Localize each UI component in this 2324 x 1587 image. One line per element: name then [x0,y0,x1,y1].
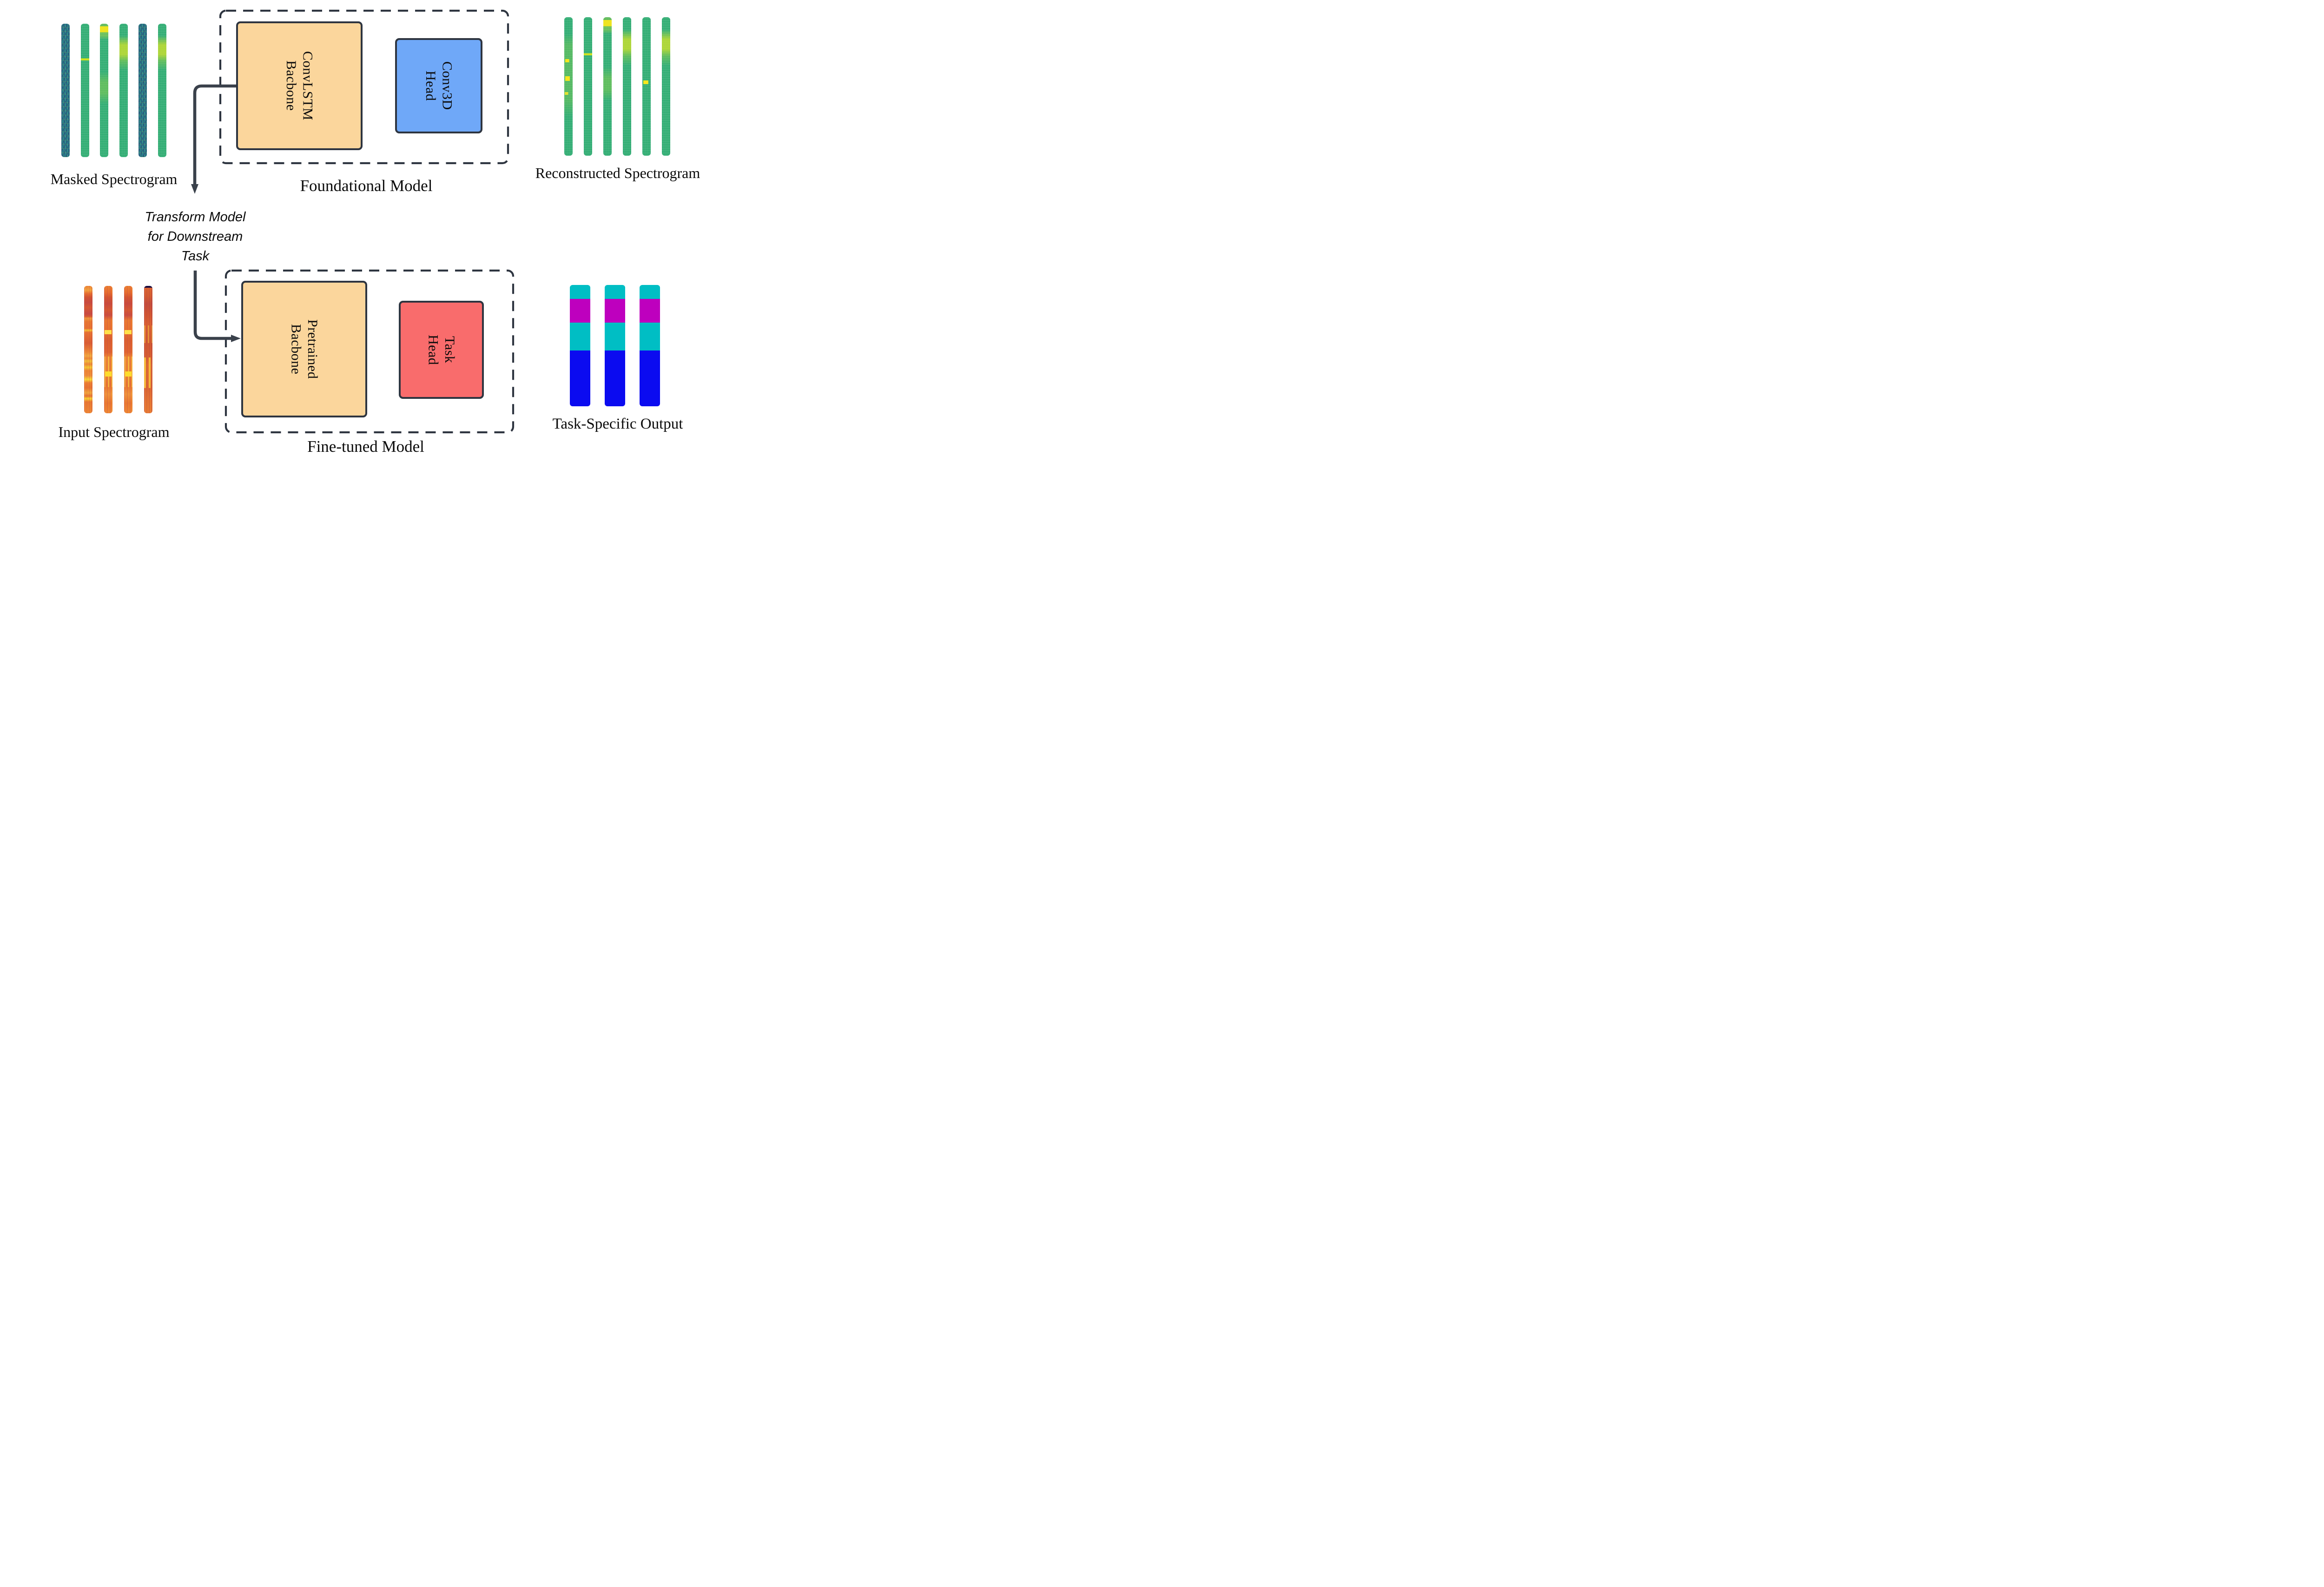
spectrogram-strip [584,17,592,156]
input-spectrogram-strips [84,286,152,413]
spectrogram-strip [158,24,166,157]
output-segment-teal-top [640,285,660,299]
output-segment-teal-top [605,285,625,299]
convlstm-backbone-box: ConvLSTM Bacbone [236,21,363,150]
spectrogram-strip [642,17,651,156]
task-output-bar [605,285,625,406]
spectrogram-strip [124,286,132,413]
arrow-note-to-pretrained-head [231,335,241,342]
spectrogram-strip [564,17,573,156]
spectrogram-strip [100,24,108,157]
task-output-bar [570,285,590,406]
finetuned-model-label: Fine-tuned Model [307,437,424,456]
pretrained-backbone-label: Pretrained Bacbone [288,319,320,379]
task-output-bar [640,285,660,406]
spectrogram-strip [61,24,70,157]
spectrogram-strip [623,17,631,156]
output-segment-teal-mid [605,322,625,350]
task-head-box: Task Head [399,301,484,399]
output-segment-teal-top [570,285,590,299]
spectrogram-strip [80,24,89,157]
conv3d-head-label: Conv3D Head [423,61,455,110]
task-output-label: Task-Specific Output [552,416,683,432]
diagram-canvas: Masked Spectrogram Reconstructed Spectro… [0,0,733,476]
output-segment-teal-mid [640,322,660,350]
arrow-backbone-to-note-line [193,84,236,185]
arrow-note-to-pretrained-line [193,271,231,340]
spectrogram-strip [603,17,612,156]
convlstm-backbone-label: ConvLSTM Bacbone [284,51,316,121]
output-segment-magenta [640,299,660,323]
pretrained-backbone-box: Pretrained Bacbone [241,281,367,417]
spectrogram-strip [662,17,670,156]
foundational-model-label: Foundational Model [300,177,433,195]
masked-spectrogram-strips [61,24,166,157]
task-output-bars [570,285,660,406]
transform-note: Transform Model for Downstream Task [145,210,246,264]
input-spectrogram-label: Input Spectrogram [58,423,170,440]
output-segment-teal-mid [570,322,590,350]
output-segment-magenta [605,299,625,323]
spectrogram-strip [144,286,152,413]
spectrogram-strip [139,24,147,157]
output-segment-blue [570,350,590,406]
spectrogram-strip [119,24,128,157]
output-segment-magenta [570,299,590,323]
task-head-label: Task Head [425,334,457,365]
arrow-backbone-to-note-head [191,184,198,194]
output-segment-blue [640,350,660,406]
spectrogram-strip [84,286,92,413]
reconstructed-spectrogram-label: Reconstructed Spectrogram [535,165,700,181]
reconstructed-spectrogram-strips [564,17,670,156]
masked-spectrogram-label: Masked Spectrogram [50,171,178,187]
spectrogram-strip [104,286,112,413]
output-segment-blue [605,350,625,406]
conv3d-head-box: Conv3D Head [395,38,482,133]
